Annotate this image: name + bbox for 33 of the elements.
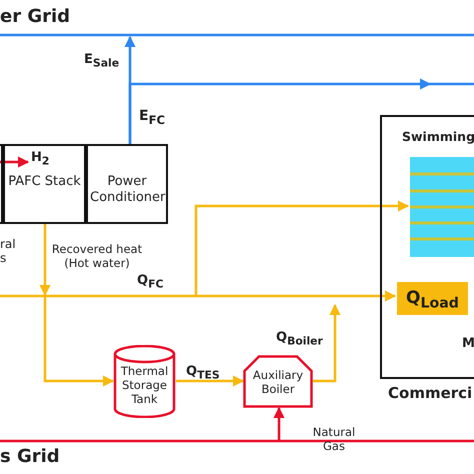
arrow [0, 290, 396, 302]
arrow [128, 78, 432, 144]
flow-label: E$_{FC}$ [139, 108, 166, 127]
load-box: Q$_{Load}$ [397, 282, 468, 315]
arrow [273, 406, 285, 440]
grid-label: er Grid [0, 6, 70, 28]
picture [410, 157, 474, 257]
tank-label: Thermal Storage Tank [120, 365, 170, 406]
arrow [194, 200, 410, 296]
process-box [3, 144, 86, 224]
boiler-shape [243, 355, 313, 408]
edge-label: Recovered heat (Hot water) [50, 243, 144, 271]
arrow [313, 304, 341, 382]
edge-label: Natural Gas [312, 426, 356, 454]
edge-label: H$_{2}$ [31, 150, 50, 168]
edge-label: E$_{Sale}$ [84, 52, 120, 70]
arrow [39, 224, 51, 296]
gas-label: ral s [0, 237, 17, 266]
arrow [0, 156, 30, 168]
edge-label: Q$_{TES}$ [186, 364, 220, 382]
box-label: Power Conditioner [90, 174, 164, 206]
building-heading: Commerci [388, 384, 472, 402]
storage-tank [113, 345, 176, 418]
edge-label: Q$_{Boiler}$ [276, 330, 323, 348]
room-label: M [462, 336, 474, 352]
grid-label: s Grid [0, 446, 60, 468]
boiler-label: Auxiliary Boiler [252, 369, 304, 397]
arrow [176, 375, 244, 387]
arrow [44, 296, 114, 387]
edge-label: Q$_{FC}$ [137, 273, 164, 291]
box-label: PAFC Stack [7, 174, 82, 190]
process-box [86, 144, 168, 224]
room-label: Swimming [402, 129, 474, 144]
